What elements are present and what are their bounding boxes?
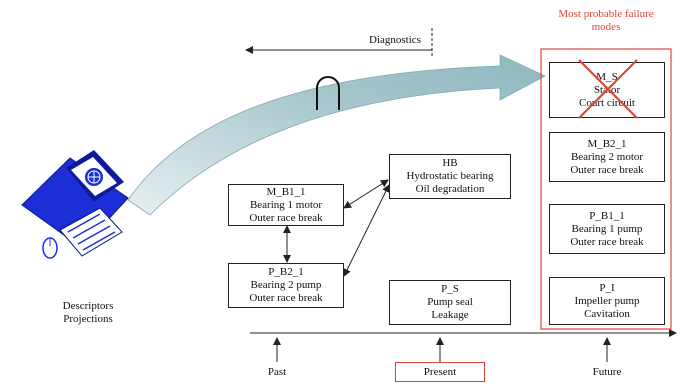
future-label: Future [592, 366, 622, 378]
box-mb11-line2: Outer race break [249, 211, 323, 224]
intersection-symbol [316, 76, 340, 110]
box-pb11-line2: Outer race break [570, 235, 644, 248]
box-pb21-line1: Bearing 2 pump [250, 279, 322, 291]
box-mb11-code: M_B1_1 [266, 185, 306, 198]
box-mb21-code: M_B2_1 [587, 137, 627, 150]
descriptors-label: Descriptors Projections [28, 300, 148, 326]
mb11-hb-connector [343, 179, 389, 209]
box-pi-line2: Cavitation [584, 307, 630, 320]
box-hb-code: HB [442, 157, 458, 169]
box-mb21-line1: Bearing 2 motor [570, 150, 644, 163]
box-mb11: M_B1_1 Bearing 1 motor Outer race break [228, 184, 344, 226]
box-pb11-line1: Bearing 1 pump [571, 222, 643, 235]
projection-sweep [127, 54, 546, 216]
failure-modes-title-line1: Most probable failure [558, 8, 654, 20]
box-mb21-line2: Outer race break [570, 163, 644, 176]
descriptors-line1: Descriptors [62, 300, 114, 312]
failure-modes-title-line2: modes [591, 21, 621, 33]
box-ps-line2: Leakage [431, 309, 469, 321]
box-ps-code: P_S [441, 283, 459, 295]
box-mb11-line1: Bearing 1 motor [249, 198, 323, 211]
failure-modes-title: Most probable failure modes [541, 8, 671, 34]
past-label: Past [267, 366, 287, 378]
box-mb21: M_B2_1 Bearing 2 motor Outer race break [549, 132, 665, 182]
box-ps: P_S Pump seal Leakage [389, 280, 511, 325]
crossed-out-mark [578, 59, 638, 119]
box-pb11-code: P_B1_1 [589, 209, 625, 222]
box-pb21-code: P_B2_1 [268, 266, 304, 278]
box-hb: HB Hydrostatic bearing Oil degradation [389, 154, 511, 199]
pb21-hb-connector [343, 184, 390, 277]
box-pi-code: P_I [599, 281, 615, 294]
computer-icon [21, 150, 129, 259]
descriptors-line2: Projections [63, 313, 113, 325]
diagnostics-label: Diagnostics [369, 34, 421, 46]
failure-modes-frame [540, 48, 672, 330]
box-hb-line2: Oil degradation [415, 183, 485, 195]
box-pi-line1: Impeller pump [574, 294, 640, 307]
box-pb21-line2: Outer race break [249, 292, 323, 304]
box-pb21: P_B2_1 Bearing 2 pump Outer race break [228, 263, 344, 308]
box-pb11: P_B1_1 Bearing 1 pump Outer race break [549, 204, 665, 254]
box-pi: P_I Impeller pump Cavitation [549, 277, 665, 325]
box-ps-line1: Pump seal [427, 296, 473, 308]
present-label: Present [395, 362, 485, 382]
box-hb-line1: Hydrostatic bearing [406, 170, 494, 182]
box-ms-code: M_S [596, 70, 618, 83]
